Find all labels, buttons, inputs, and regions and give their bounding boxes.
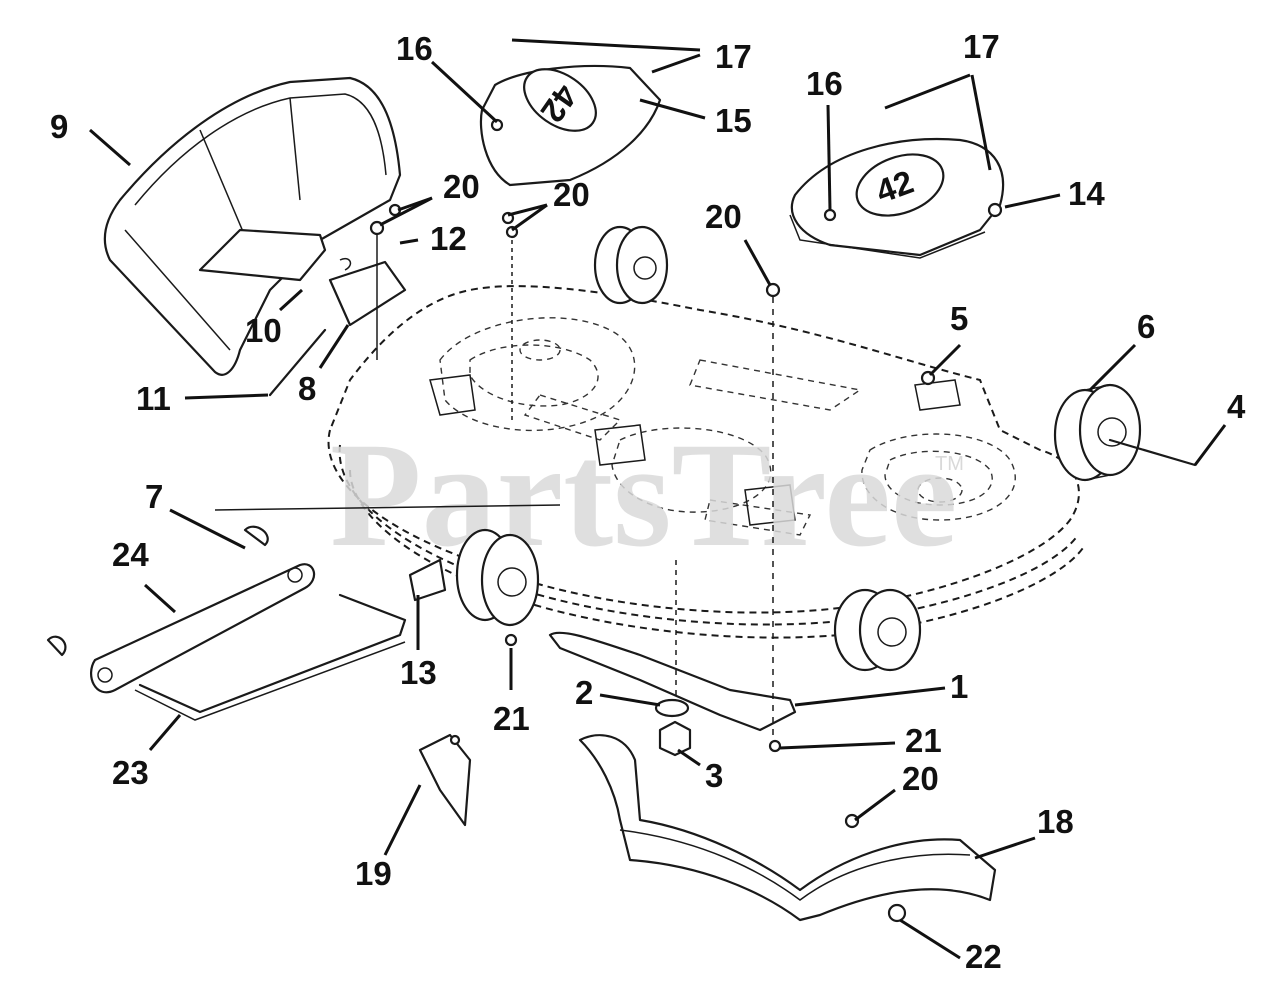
leader-17a-1	[511, 38, 701, 52]
callout-7: 7	[145, 478, 163, 515]
guide-lines	[214, 235, 774, 740]
leader-14	[1004, 193, 1061, 209]
callout-20b: 20	[553, 176, 590, 213]
leader-11	[184, 393, 269, 400]
leader-16a	[430, 60, 499, 124]
leader-10	[278, 288, 304, 312]
part-8-bracket	[328, 260, 407, 327]
leader-8	[318, 324, 350, 369]
callout-11: 11	[136, 380, 171, 417]
part-11-rod	[268, 328, 327, 397]
leader-20d	[854, 788, 896, 822]
callout-24: 24	[112, 536, 149, 573]
leader-1	[794, 686, 946, 707]
part-22-fastener	[887, 903, 907, 923]
leader-3	[677, 748, 701, 767]
callout-18: 18	[1037, 803, 1074, 840]
callout-21a: 21	[493, 700, 530, 737]
part-gauge-wheel-rear	[593, 225, 669, 305]
leader-17b-2	[970, 74, 992, 171]
callout-22: 22	[965, 938, 1002, 975]
leader-5	[928, 343, 962, 377]
callout-20c: 20	[705, 198, 742, 235]
leader-15	[639, 98, 706, 120]
leader-16b	[826, 104, 832, 211]
part-lift-link	[90, 563, 316, 694]
watermark-text: PartsTree	[330, 412, 957, 578]
callout-10: 10	[245, 312, 282, 349]
callout-5: 5	[950, 300, 968, 337]
callouts: 9 16 17 15 17 16 14 20 12 20 20 5 6 4 10…	[50, 28, 1246, 975]
callout-16b: 16	[806, 65, 843, 102]
leader-20a-2	[397, 196, 433, 212]
callout-20a: 20	[443, 168, 480, 205]
callout-21b: 21	[905, 722, 942, 759]
part-3-nut	[658, 720, 692, 757]
leader-7	[169, 508, 246, 550]
leader-18	[974, 836, 1036, 860]
part-7-pin	[243, 525, 269, 547]
leader-lines	[89, 38, 1227, 960]
leader-20c	[743, 239, 772, 286]
part-13-bracket	[408, 558, 447, 602]
part-lift-bar	[134, 593, 407, 721]
leader-23	[148, 714, 182, 751]
callout-3: 3	[705, 757, 723, 794]
part-discharge-chute	[103, 76, 402, 376]
leader-12	[399, 238, 419, 245]
callout-19: 19	[355, 855, 392, 892]
callout-16a: 16	[396, 30, 433, 67]
callout-17b: 17	[963, 28, 1000, 65]
callout-14: 14	[1068, 175, 1105, 212]
callout-23: 23	[112, 754, 149, 791]
leader-20b-2	[511, 203, 548, 232]
part-7-pin-left	[46, 635, 67, 657]
leader-22	[899, 918, 961, 960]
part-10-spring	[339, 258, 352, 271]
callout-1: 1	[950, 668, 968, 705]
leader-19	[383, 784, 422, 856]
part-gauge-wheel-front-right	[833, 588, 922, 672]
part-gauge-wheel-front-left	[455, 528, 540, 627]
callout-6: 6	[1137, 308, 1155, 345]
leader-24	[143, 583, 177, 614]
callout-13: 13	[400, 654, 437, 691]
callout-12: 12	[430, 220, 467, 257]
part-left-pulley-cover: 42	[479, 64, 662, 187]
callout-15: 15	[715, 102, 752, 139]
part-mower-blade	[548, 631, 797, 732]
leader-17b-1	[884, 73, 971, 110]
watermark: PartsTree TM	[330, 412, 964, 578]
callout-9: 9	[50, 108, 68, 145]
leader-4	[1193, 424, 1227, 466]
callout-20d: 20	[902, 760, 939, 797]
leader-20b-1	[507, 203, 548, 217]
leader-17a-2	[651, 53, 701, 74]
callout-4: 4	[1227, 388, 1246, 425]
part-gauge-wheel-right	[1053, 383, 1197, 482]
callout-2: 2	[575, 674, 593, 711]
watermark-trademark: TM	[935, 453, 964, 475]
leader-2	[599, 693, 661, 707]
leader-6	[1088, 343, 1137, 392]
leader-21b	[779, 741, 896, 750]
part-baffle	[418, 733, 472, 827]
part-right-pulley-cover: 42	[789, 138, 1005, 259]
callout-17a: 17	[715, 38, 752, 75]
leader-9	[89, 128, 131, 167]
callout-8: 8	[298, 370, 316, 407]
part-deflector-shield	[578, 734, 997, 922]
part-2-washer	[654, 698, 690, 718]
